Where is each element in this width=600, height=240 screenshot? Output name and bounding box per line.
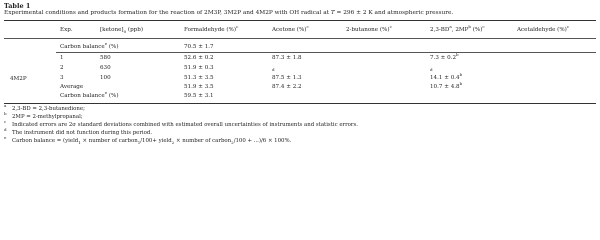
header-acetone: Acetone (%)c	[272, 24, 309, 33]
row-2-acetone: d	[272, 67, 275, 72]
row-2-formaldehyde: 51.9 ± 0.3	[184, 65, 214, 71]
header-acetaldehyde: Acetaldehyde (%)c	[517, 24, 570, 33]
row-1-formaldehyde: 52.6 ± 0.2	[184, 55, 214, 61]
row-0-exp: Carbon balancee (%)	[60, 41, 119, 50]
footnote-d: dThe instrument did not function during …	[4, 127, 153, 136]
top-rule	[4, 20, 596, 21]
row-0-formaldehyde: 70.5 ± 1.7	[184, 44, 214, 50]
row-2-exp: 2	[60, 65, 64, 71]
table-caption: Experimental conditions and products for…	[4, 10, 454, 16]
compound-label: 4M2P	[10, 76, 27, 82]
header-formaldehyde: Formaldehyde (%)c	[184, 24, 239, 33]
footnote-c: cIndicated errors are 2σ standard deviat…	[4, 119, 358, 128]
row-2-bd-mp: d	[430, 67, 433, 72]
header-bd-mp: 2,3-BDa, 2MPb (%)c	[430, 24, 485, 33]
bottom-rule	[4, 103, 596, 104]
header-rule	[4, 38, 596, 39]
row-1-acetone: 87.3 ± 1.8	[272, 55, 302, 61]
table-figure: Table 1 Experimental conditions and prod…	[4, 2, 596, 146]
row-4-formaldehyde: 51.9 ± 3.5	[184, 84, 214, 90]
row-5-exp: Carbon balancee (%)	[60, 90, 119, 99]
footnote-e: eCarbon balance = (yield1 × number of ca…	[4, 135, 292, 146]
row-4-bd-mp: 10.7 ± 4.8b	[430, 81, 463, 90]
header-exp: Exp.	[60, 27, 73, 33]
row-3-ketone: 100	[100, 75, 111, 81]
row-3-exp: 3	[60, 75, 64, 81]
row-4-exp: Average	[60, 84, 84, 90]
row-1-bd-mp: 7.3 ± 0.2b	[430, 52, 459, 61]
row-5-formaldehyde: 59.5 ± 3.1	[184, 93, 214, 99]
row-1-ketone: 580	[100, 55, 111, 61]
row-1-exp: 1	[60, 55, 64, 61]
footnote-a: a2,3-BD = 2,3-butanedione;	[4, 103, 85, 112]
row-3-formaldehyde: 51.3 ± 3.5	[184, 75, 214, 81]
header-butanone: 2-butanone (%)c	[346, 24, 392, 33]
row-3-bd-mp: 14.1 ± 0.4b	[430, 72, 463, 81]
row-2-ketone: 630	[100, 65, 111, 71]
header-ketone: [ketone]0 (ppb)	[100, 27, 144, 35]
row-3-acetone: 87.5 ± 1.3	[272, 75, 302, 81]
footnote-b: b2MP = 2-methylpropanal;	[4, 111, 83, 120]
row-4-acetone: 87.4 ± 2.2	[272, 84, 302, 90]
row-0-rule	[56, 52, 596, 53]
table-label: Table 1	[4, 2, 31, 10]
